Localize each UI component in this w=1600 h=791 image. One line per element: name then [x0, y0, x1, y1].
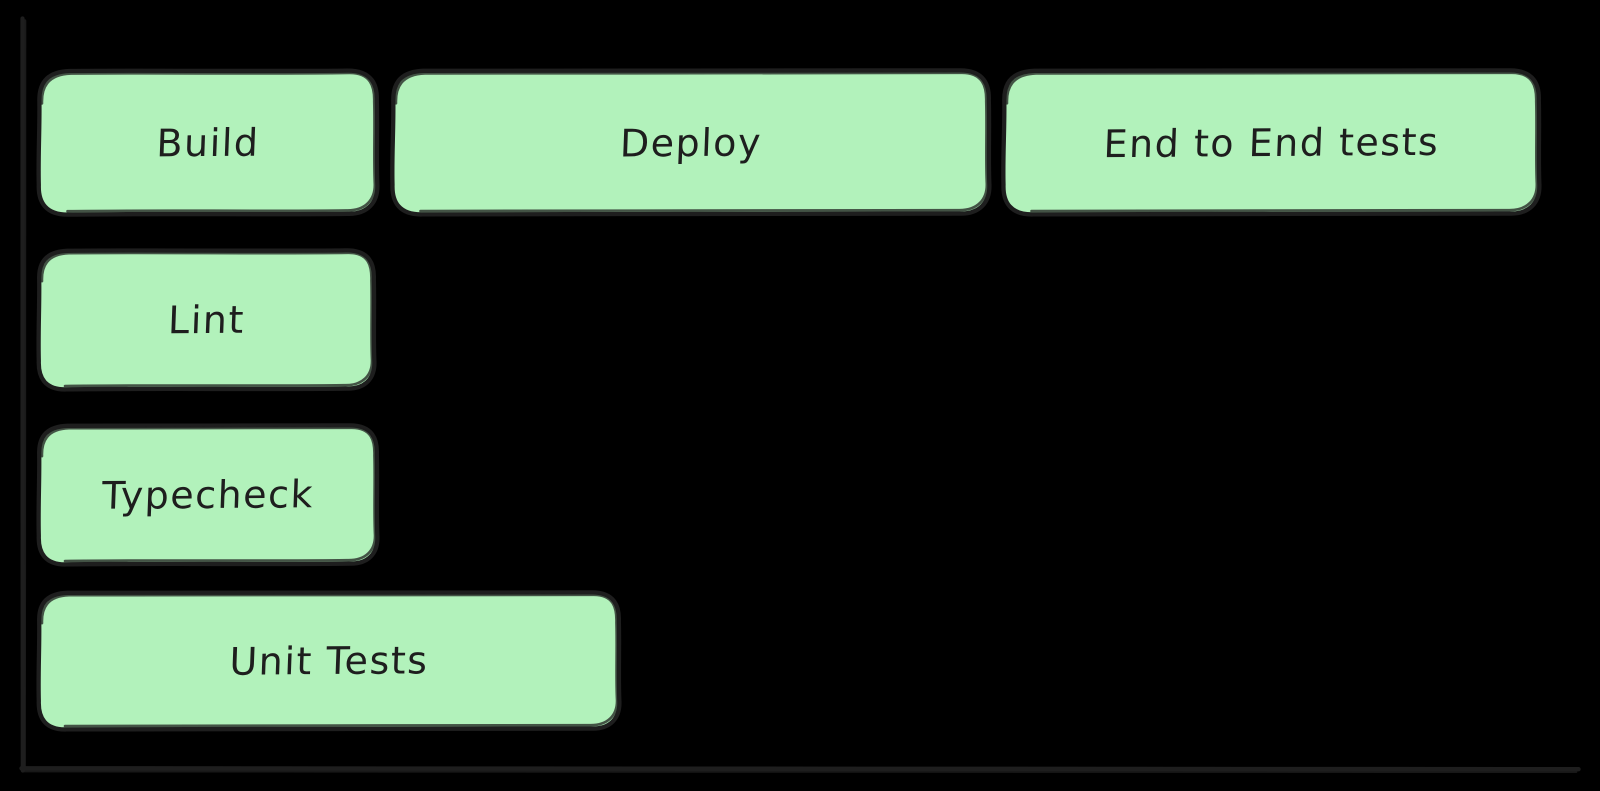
bar-unit-tests[interactable]	[36, 590, 622, 732]
bar-end-to-end-tests[interactable]	[1001, 68, 1542, 217]
bar-typecheck[interactable]	[36, 423, 380, 567]
y-axis-line	[20, 16, 27, 773]
bar-build[interactable]	[36, 68, 380, 217]
bar-lint[interactable]	[36, 248, 377, 392]
x-axis-line	[19, 766, 1581, 774]
axis-group	[19, 16, 1581, 774]
bar-deploy[interactable]	[390, 68, 992, 217]
